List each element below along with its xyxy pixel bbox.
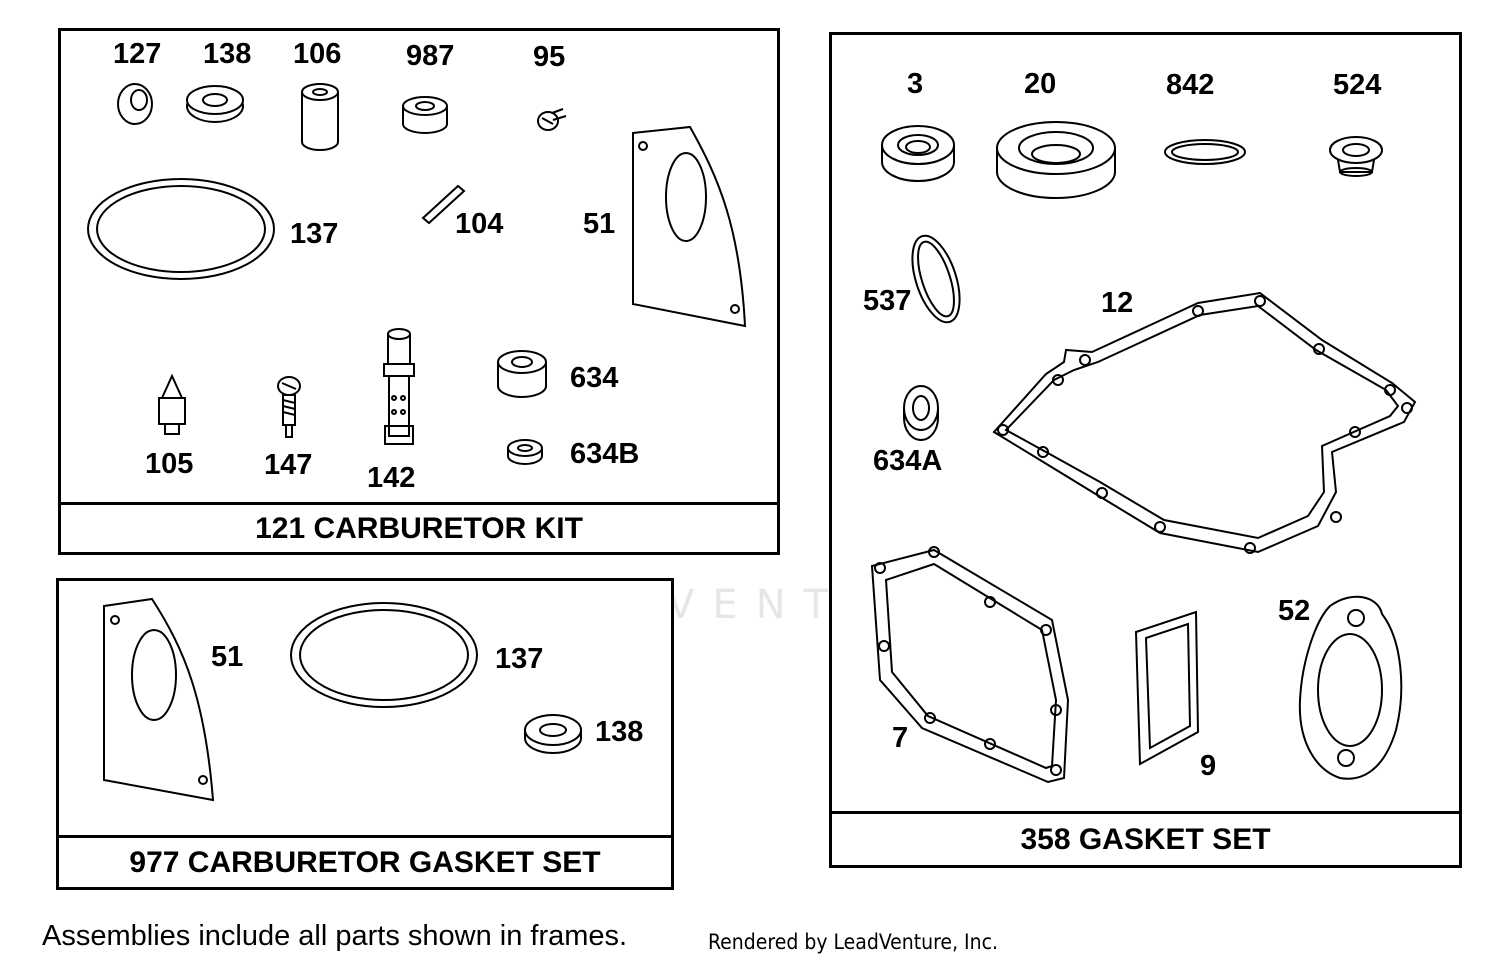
carburetor-kit-frame: 121 CARBURETOR KIT [58,28,780,555]
part-634b-washer-icon [508,440,542,464]
label-634b: 634B [570,438,640,470]
part-142-tube-icon [384,329,414,444]
label-142: 142 [367,462,416,494]
part-12-crankcase-gasket-icon [994,293,1415,553]
part-52-intake-gasket-icon [1300,597,1401,779]
part-106-bushing-icon [302,84,338,150]
part-7-head-gasket-icon [872,547,1068,782]
part-51-gasket-plate-icon [104,599,213,800]
label-127: 127 [113,38,162,70]
part-9-gasket-icon [1136,612,1198,764]
label-524: 524 [1333,69,1382,101]
part-634-bushing-icon [498,351,546,397]
label-7: 7 [892,722,909,754]
part-3-seal-icon [882,126,954,181]
part-138-washer-icon [187,86,243,122]
part-137-gasket-ring-icon [291,603,477,707]
label-51: 51 [583,208,616,240]
part-842-oring-icon [1165,140,1245,164]
label-147: 147 [264,449,313,481]
label-138: 138 [203,38,252,70]
label-12: 12 [1101,287,1134,319]
label-106: 106 [293,38,342,70]
carburetor-kit-caption: 121 CARBURETOR KIT [61,502,777,552]
label-537: 537 [863,285,912,317]
part-104-pin-icon [423,186,464,223]
part-127-icon [118,84,152,124]
assemblies-note: Assemblies include all parts shown in fr… [42,920,628,952]
label-20: 20 [1024,68,1057,100]
label-987: 987 [406,40,455,72]
label-634a: 634A [873,445,943,477]
part-634a-seal-icon [904,386,938,440]
part-147-screw-icon [278,377,300,437]
part-138-gasket-washer-icon [525,715,581,753]
label-gasket-137: 137 [495,643,544,675]
gasket-set-caption: 358 GASKET SET [832,811,1459,865]
part-105-needle-icon [159,376,185,434]
render-credit: Rendered by LeadVenture, Inc. [708,930,998,954]
label-105: 105 [145,448,194,480]
part-51-plate-icon [633,127,745,326]
label-95: 95 [533,41,566,73]
label-842: 842 [1166,69,1215,101]
label-104: 104 [455,208,504,240]
part-20-seal-icon [997,122,1115,198]
label-9: 9 [1200,750,1217,782]
part-537-oring-icon [903,230,969,328]
label-gasket-51: 51 [211,641,244,673]
carburetor-gasket-set-caption: 977 CARBURETOR GASKET SET [59,835,671,887]
part-137-ring-icon [88,179,274,279]
label-gasket-138: 138 [595,716,644,748]
part-95-screw-icon [538,109,566,130]
label-634: 634 [570,362,619,394]
part-524-plug-icon [1330,137,1382,176]
label-137: 137 [290,218,339,250]
part-987-seal-icon [403,97,447,133]
label-3: 3 [907,68,924,100]
label-52: 52 [1278,595,1311,627]
